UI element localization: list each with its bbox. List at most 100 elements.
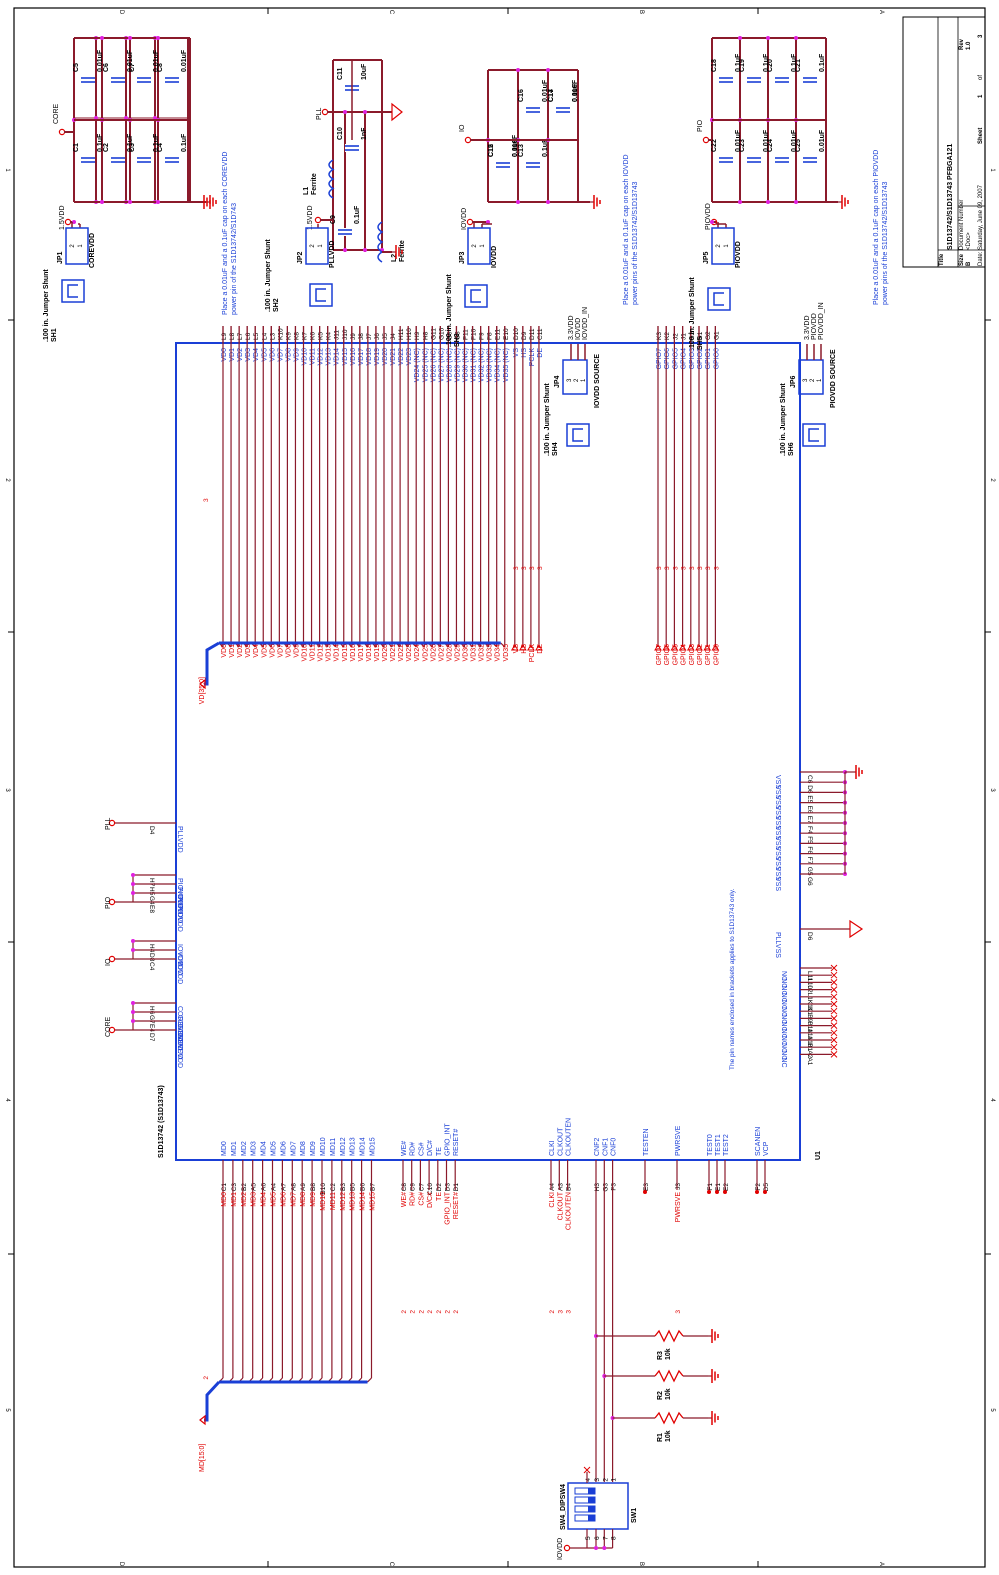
sheet-ref: 3: [513, 566, 520, 570]
net-label: VD31: [471, 644, 478, 662]
pin-name: NC: [780, 971, 787, 981]
capacitor-value: 0.1uF: [763, 53, 770, 72]
port-arrow: [695, 644, 703, 651]
net-label: RESET#: [453, 1192, 460, 1219]
pin-name: VS: [513, 348, 520, 358]
power-net-label: PIO: [105, 896, 112, 909]
junction: [343, 110, 347, 114]
pin-name: MD5: [271, 1141, 278, 1156]
pin-name: VSS: [774, 826, 781, 840]
border-row-number: 5: [989, 1408, 995, 1412]
net-label: VD13: [326, 644, 333, 662]
pin-name: MD14: [360, 1137, 367, 1156]
doc-label: Document Number: [959, 200, 965, 250]
pin-name: NC: [780, 993, 787, 1003]
jumper-ref: JP1: [57, 251, 64, 264]
pin-name: TESTEN: [643, 1128, 650, 1156]
pin-name: NC: [780, 1043, 787, 1053]
pin-name: VD11: [310, 348, 317, 365]
supply-net-label: 1.5VDD: [307, 205, 314, 230]
pin-ball-number: D11: [529, 328, 536, 340]
pin-terminal: [763, 1190, 767, 1194]
dipswitch-pin-number: 1: [611, 1478, 618, 1482]
source-jumper-body: [562, 359, 588, 395]
junction: [131, 939, 135, 943]
shunt-ref: SH1: [51, 328, 58, 342]
capacitor-gap: [111, 76, 125, 84]
pin-name: VD16: [350, 348, 357, 366]
rev-value: 1.0: [966, 41, 972, 50]
pin-name: VSS: [774, 806, 781, 820]
net-label: VD23: [406, 644, 413, 662]
pin-name: VD20: [382, 348, 389, 366]
pin-ball-number: C9: [410, 1183, 417, 1192]
vd-bus-trunk: [204, 641, 220, 686]
dipswitch-pin-number: 4: [585, 1478, 592, 1482]
junction: [128, 36, 132, 40]
shunt-label: .100 in. Jumper Shunt: [780, 383, 787, 456]
pin-ball-number: D2: [436, 1183, 443, 1192]
net-terminal: [108, 1026, 116, 1034]
sheet-label: Sheet: [978, 128, 984, 144]
net-terminal: [108, 898, 116, 906]
net-terminal: [108, 955, 116, 963]
junction: [594, 1546, 598, 1550]
pin-name: VD35 (NC): [503, 348, 510, 382]
pin-name: VD21: [390, 348, 397, 366]
pin-ball-number: L5: [253, 332, 260, 340]
net-terminal: [108, 819, 116, 827]
pin-ball-number: H9: [414, 331, 421, 340]
shunt-body: [566, 423, 590, 447]
pin-name: PCLK: [529, 348, 536, 367]
source-jumper-body: [798, 359, 824, 395]
jumper-body: [305, 227, 329, 265]
capacitor-value: 0.1uF: [354, 205, 361, 224]
shunt-clip: [67, 284, 78, 298]
net-label: GPIO2: [697, 644, 704, 666]
capacitor-gap: [803, 156, 817, 164]
pin-ball-number: E1: [715, 1183, 722, 1191]
net-label: VD34: [495, 644, 502, 662]
net-label: CLKI: [549, 1192, 556, 1208]
net-label: VD4: [253, 644, 260, 658]
pin-ball-number: C8: [401, 1183, 408, 1192]
pin-name: VSS: [774, 877, 781, 891]
pin-name: VD7: [277, 348, 284, 362]
pin-name: PLLVSS: [774, 932, 781, 958]
jumper-pin-number: 2: [70, 244, 76, 248]
net-label: VD2: [237, 644, 244, 658]
dipswitch-knob: [588, 1488, 595, 1494]
border-col-letter: A: [878, 1562, 884, 1566]
dipswitch-knob: [588, 1515, 595, 1521]
pin-name: NC: [780, 1007, 787, 1017]
inductor-ref: L1: [303, 187, 310, 195]
net-label: VD16: [350, 644, 357, 662]
net-label: CLKOUT: [557, 1191, 564, 1220]
pin-ball-number: K4: [326, 332, 333, 340]
pin-ball-number: K7: [302, 332, 309, 340]
u1-ref: U1: [815, 1151, 822, 1160]
pin-name: VD5: [261, 348, 268, 362]
capacitor-ref: C9: [330, 215, 337, 224]
capacitor-ref: C3: [129, 143, 136, 152]
no-connect-mark: [583, 1466, 591, 1474]
net-label: VD19: [374, 644, 381, 662]
capacitor-value: 0.1uF: [542, 138, 549, 157]
shunt-label: .100 in. Jumper Shunt: [43, 269, 50, 342]
capacitor-ref: C10: [337, 127, 344, 140]
no-connect-mark: [830, 1036, 838, 1044]
pin-name: VD4: [253, 348, 260, 362]
bus-entry: [367, 1377, 372, 1383]
border-row-number: 4: [989, 1098, 995, 1102]
capacitor-gap: [747, 156, 761, 164]
no-connect-mark: [830, 971, 838, 979]
capacitor-gap: [526, 161, 540, 169]
net-label: VD26: [430, 644, 437, 662]
net-label: VD11: [310, 644, 317, 661]
sheet-ref: 3: [557, 1310, 564, 1314]
sheet-ref: 3: [705, 566, 712, 570]
pin-name: MD8: [300, 1141, 307, 1156]
sheet-border: [13, 7, 986, 1568]
capacitor-value: 0.01uF: [127, 49, 134, 72]
capacitor-ref: C23: [739, 139, 746, 152]
